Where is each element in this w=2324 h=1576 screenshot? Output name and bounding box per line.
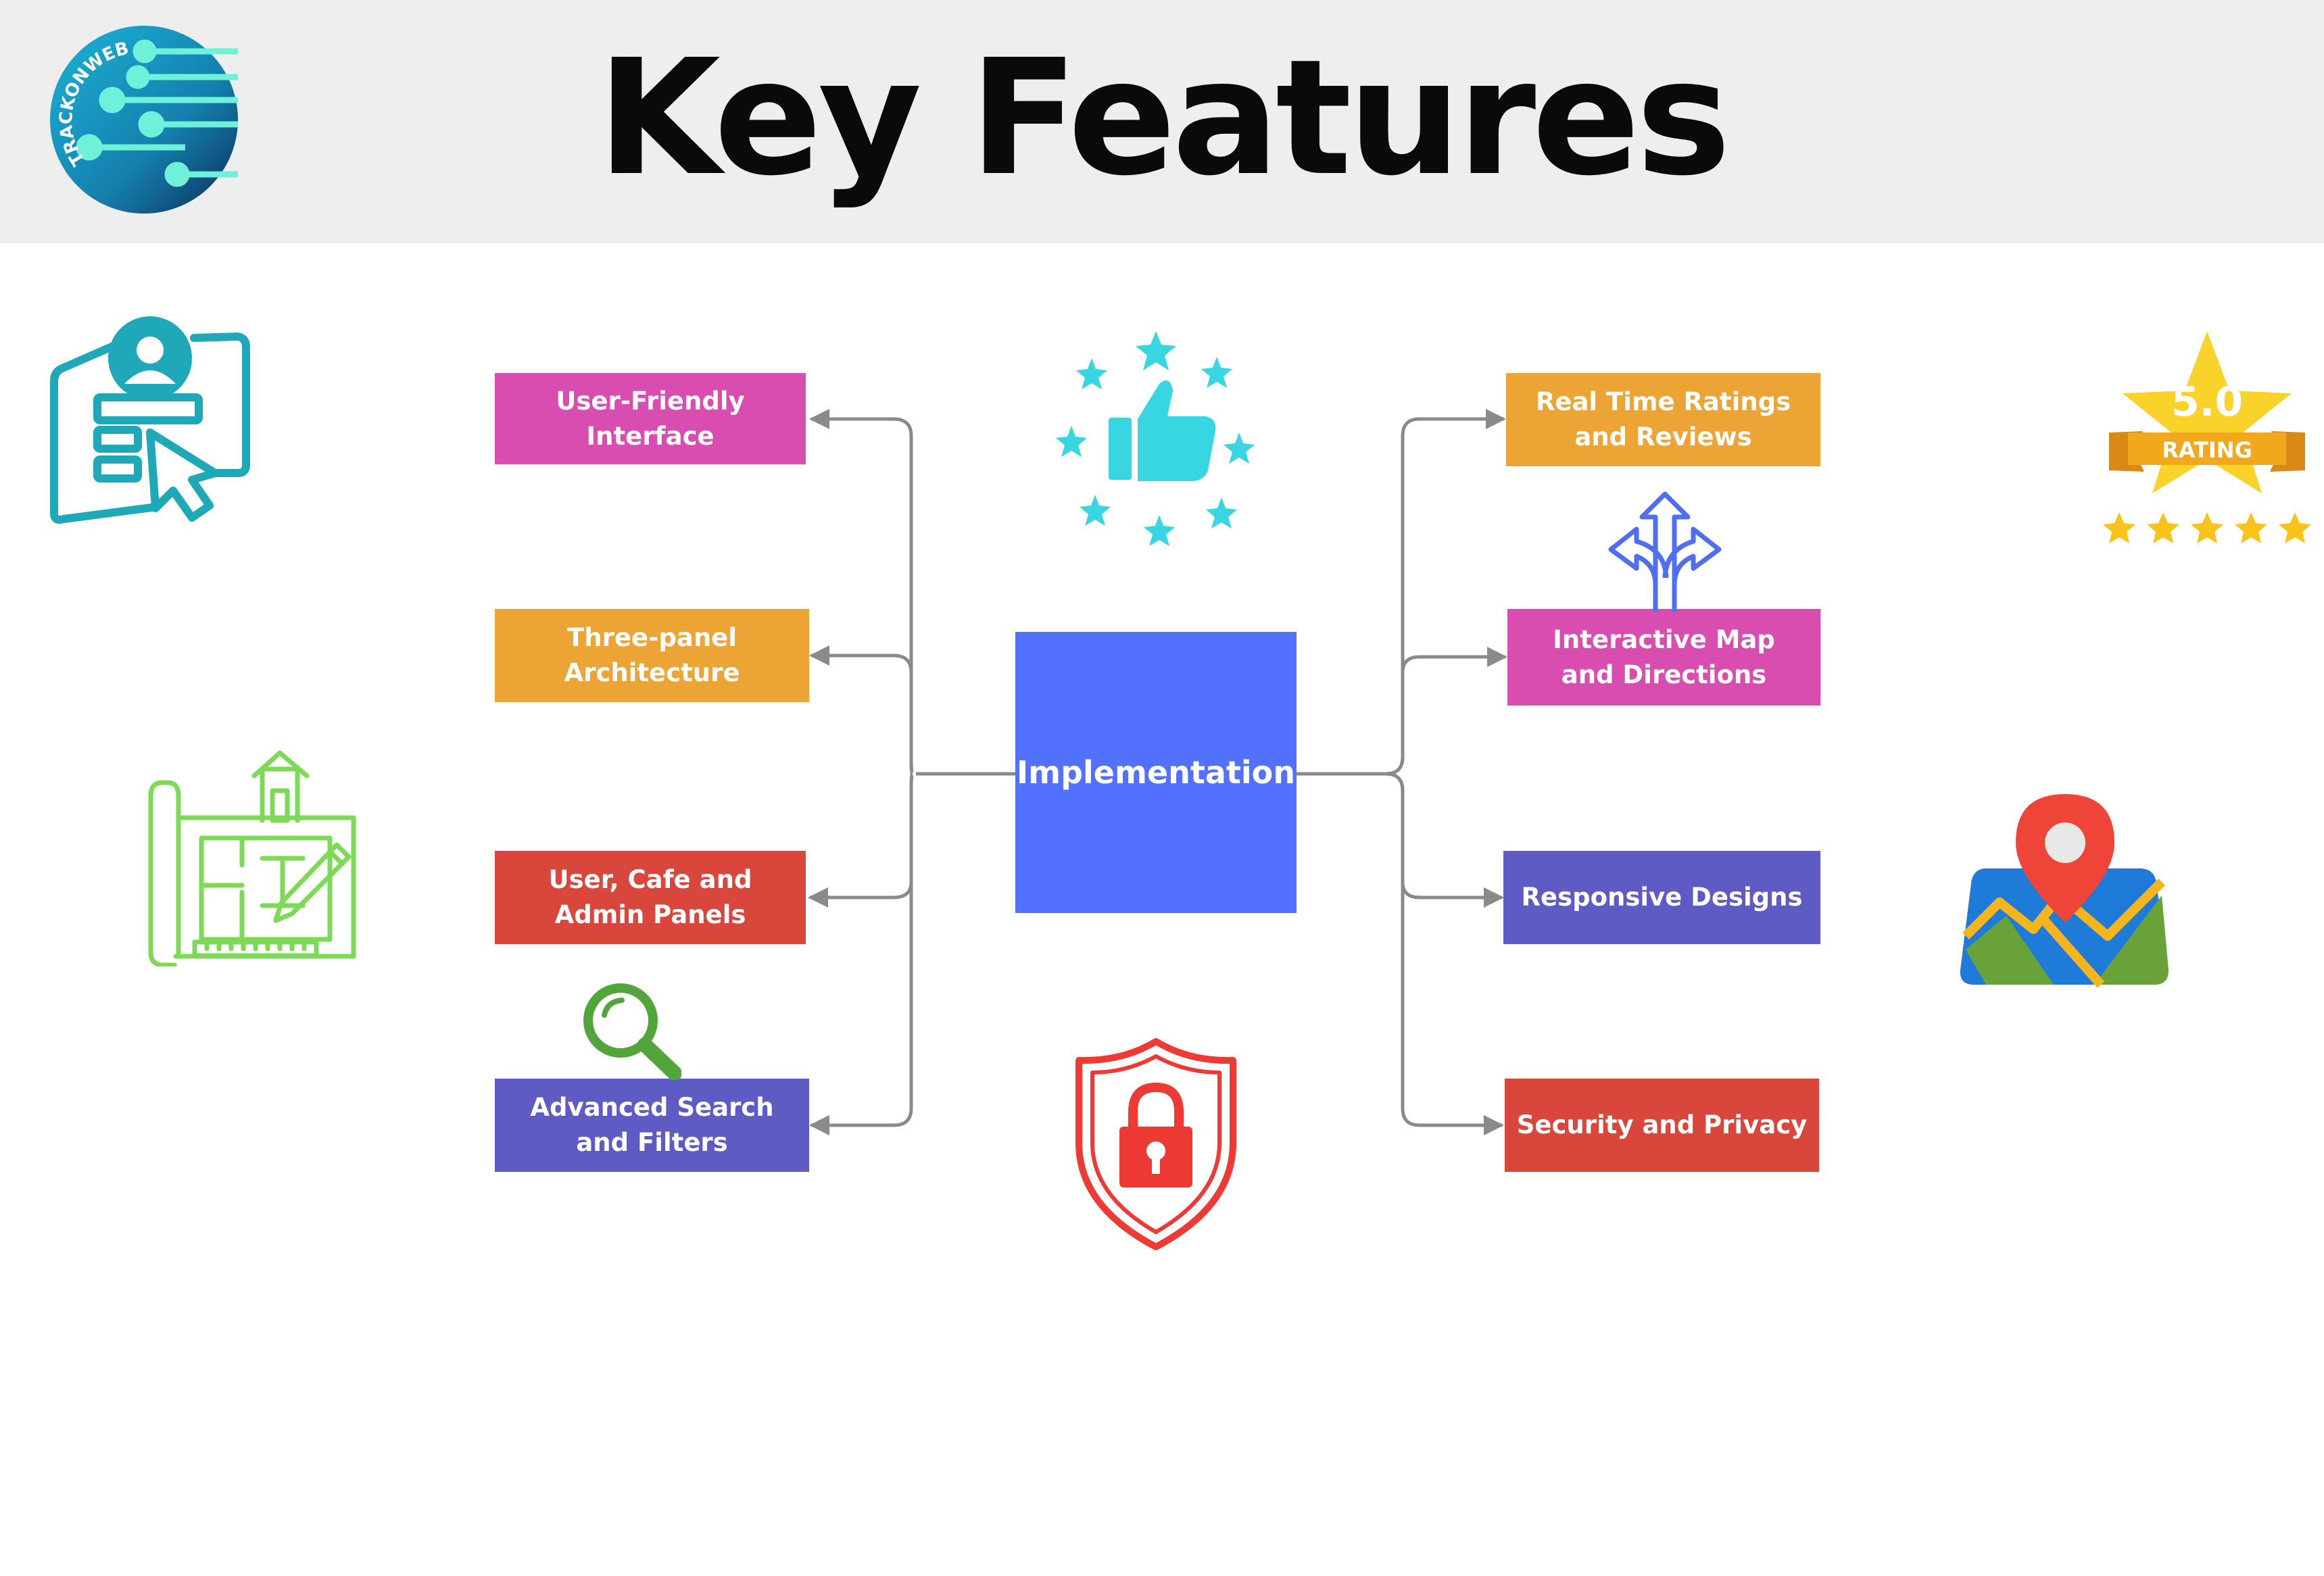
map-pin-icon: [1960, 794, 2169, 988]
feature-user-cafe-admin-panels: User, Cafe and Admin Panels: [495, 851, 806, 944]
rating-label: RATING: [2162, 437, 2252, 463]
feature-interactive-map: Interactive Map and Directions: [1507, 609, 1820, 706]
direction-arrows-icon: [1608, 491, 1722, 612]
feature-three-panel-architecture: Three-panel Architecture: [495, 609, 809, 702]
rating-score: 5.0: [2171, 378, 2243, 426]
feature-real-time-ratings: Real Time Ratings and Reviews: [1506, 373, 1820, 466]
trackonweb-logo: TRACKONWEB: [50, 26, 238, 214]
feature-advanced-search-filters: Advanced Search and Filters: [495, 1079, 809, 1172]
shield-lock-icon: [1075, 1038, 1236, 1250]
magnifier-icon: [583, 983, 681, 1080]
blueprint-icon: [148, 750, 356, 966]
thumbs-up-stars-icon: [1056, 331, 1255, 546]
feature-security-privacy: Security and Privacy: [1505, 1079, 1819, 1172]
implementation-node: Implementation: [1015, 632, 1297, 913]
rating-badge-icon: 5.0 RATING: [2103, 331, 2311, 543]
feature-responsive-designs: Responsive Designs: [1503, 851, 1820, 944]
user-interface-icon: [50, 316, 250, 524]
header-bar: [0, 0, 2324, 243]
feature-user-friendly-interface: User-Friendly Interface: [495, 373, 806, 464]
page-title: Key Features: [597, 25, 1731, 211]
